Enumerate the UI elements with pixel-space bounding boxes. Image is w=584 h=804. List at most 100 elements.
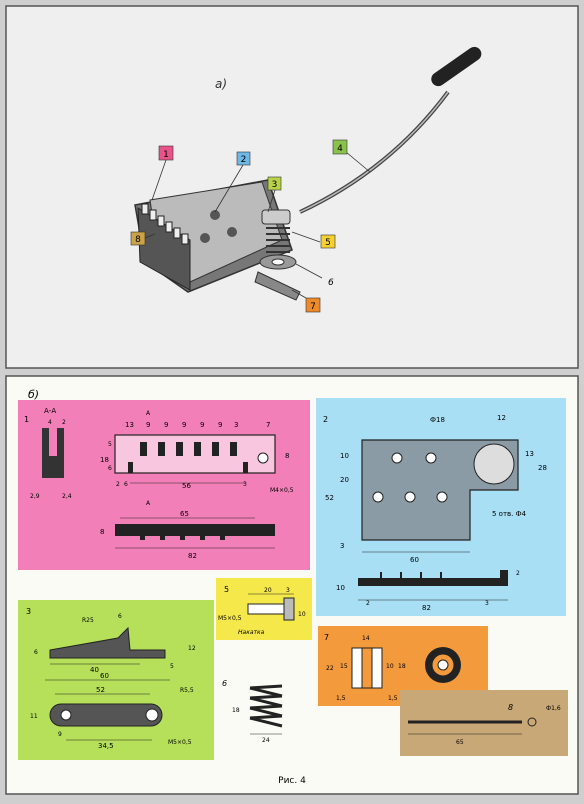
svg-text:1,5: 1,5 — [388, 695, 398, 702]
svg-text:М5×0,5: М5×0,5 — [218, 615, 242, 622]
svg-text:А: А — [146, 410, 151, 417]
svg-text:15: 15 — [340, 663, 348, 670]
top-panel-caption: а) — [215, 77, 227, 91]
svg-text:65: 65 — [180, 510, 189, 518]
part-1-drawing: 1 А-А 4 2 2,9 2,4 13 9 9 9 9 9 3 7 18 8 — [18, 400, 310, 570]
svg-text:7: 7 — [310, 302, 316, 312]
svg-text:18: 18 — [100, 456, 109, 464]
svg-text:56: 56 — [182, 482, 191, 490]
svg-text:40: 40 — [90, 666, 99, 674]
svg-text:2,4: 2,4 — [62, 493, 72, 500]
svg-text:65: 65 — [456, 739, 464, 746]
top-panel — [5, 5, 579, 369]
svg-text:7: 7 — [266, 421, 270, 429]
svg-text:3: 3 — [26, 607, 31, 616]
svg-text:1: 1 — [24, 415, 29, 424]
svg-text:4: 4 — [48, 419, 52, 426]
lever-grip — [431, 46, 482, 87]
figure-caption: Рис. 4 — [278, 776, 306, 786]
svg-text:10: 10 — [340, 452, 349, 460]
callout-2: 2 — [214, 151, 251, 213]
svg-text:5: 5 — [325, 238, 331, 248]
svg-text:2: 2 — [62, 419, 66, 426]
svg-text:3: 3 — [485, 600, 489, 607]
callout-4: 4 — [332, 139, 371, 173]
svg-text:5: 5 — [170, 663, 174, 670]
svg-text:6: 6 — [222, 679, 227, 688]
svg-text:3: 3 — [243, 481, 247, 488]
part-6-drawing: 6 18 24 — [222, 679, 283, 744]
svg-text:8: 8 — [508, 703, 513, 712]
callout-7: 7 — [291, 289, 321, 313]
svg-text:13: 13 — [125, 421, 134, 429]
svg-text:52: 52 — [96, 686, 105, 694]
svg-text:2: 2 — [116, 481, 120, 488]
svg-text:1: 1 — [163, 150, 169, 160]
svg-text:9: 9 — [182, 421, 186, 429]
svg-text:28: 28 — [538, 464, 547, 472]
svg-text:5: 5 — [224, 585, 229, 594]
svg-text:34,5: 34,5 — [98, 742, 114, 750]
svg-text:5 отв. Ф4: 5 отв. Ф4 — [492, 510, 527, 518]
svg-text:9: 9 — [146, 421, 150, 429]
svg-text:А-А: А-А — [44, 407, 56, 415]
svg-text:2: 2 — [323, 415, 328, 424]
part-2-drawing: 2 Ф18 12 10 20 52 3 13 28 5 отв. Ф4 60 1… — [316, 398, 566, 616]
svg-text:82: 82 — [188, 552, 197, 560]
part-3-drawing: 3 R25 6 6 12 40 5 60 R5,5 52 11 9 34,5 М… — [18, 600, 214, 760]
svg-text:12: 12 — [497, 414, 506, 422]
svg-text:10: 10 — [336, 584, 345, 592]
svg-text:Накатка: Накатка — [238, 629, 265, 636]
svg-text:52: 52 — [325, 494, 334, 502]
svg-text:60: 60 — [410, 556, 419, 564]
svg-text:4: 4 — [337, 144, 343, 154]
svg-text:3: 3 — [286, 587, 290, 594]
svg-text:6: 6 — [328, 278, 334, 288]
svg-text:9: 9 — [58, 731, 62, 738]
svg-text:10: 10 — [298, 611, 306, 618]
svg-text:6: 6 — [108, 465, 112, 472]
svg-text:6: 6 — [34, 649, 38, 656]
svg-text:9: 9 — [164, 421, 168, 429]
svg-text:22: 22 — [326, 665, 334, 672]
callout-6: 6 — [295, 263, 334, 288]
callout-3: 3 — [267, 176, 282, 213]
svg-text:М5×0,5: М5×0,5 — [168, 739, 192, 746]
callout-8: 8 — [130, 231, 156, 246]
svg-text:14: 14 — [362, 635, 370, 642]
callout-5: 5 — [291, 231, 336, 249]
svg-text:24: 24 — [262, 737, 270, 744]
svg-text:60: 60 — [100, 672, 109, 680]
svg-text:2,9: 2,9 — [30, 493, 40, 500]
tremolo-assembly-illustration — [134, 46, 482, 301]
svg-text:20: 20 — [340, 476, 349, 484]
svg-text:8: 8 — [285, 452, 289, 460]
svg-text:3: 3 — [234, 421, 238, 429]
svg-text:1,5: 1,5 — [336, 695, 346, 702]
svg-text:12: 12 — [188, 645, 196, 652]
svg-text:8: 8 — [100, 528, 104, 536]
callout-1: 1 — [151, 145, 174, 201]
svg-text:6: 6 — [118, 613, 122, 620]
svg-text:13: 13 — [525, 450, 534, 458]
svg-text:3: 3 — [340, 542, 344, 550]
svg-text:3: 3 — [272, 180, 278, 190]
svg-text:2: 2 — [516, 570, 520, 577]
svg-text:6: 6 — [124, 481, 128, 488]
svg-text:R5,5: R5,5 — [180, 687, 194, 694]
svg-text:Ф18: Ф18 — [430, 416, 445, 424]
svg-text:М4×0,5: М4×0,5 — [270, 487, 294, 494]
bottom-panel-caption: б) — [28, 388, 39, 401]
svg-text:2: 2 — [241, 155, 247, 165]
svg-text:5: 5 — [108, 441, 112, 448]
svg-text:R25: R25 — [82, 617, 94, 624]
svg-text:18: 18 — [232, 707, 240, 714]
svg-text:82: 82 — [422, 604, 431, 612]
svg-text:18: 18 — [398, 663, 406, 670]
svg-text:9: 9 — [200, 421, 204, 429]
svg-text:10: 10 — [386, 663, 394, 670]
svg-text:7: 7 — [324, 633, 329, 642]
svg-text:Ф1,6: Ф1,6 — [546, 705, 561, 712]
svg-text:9: 9 — [218, 421, 222, 429]
